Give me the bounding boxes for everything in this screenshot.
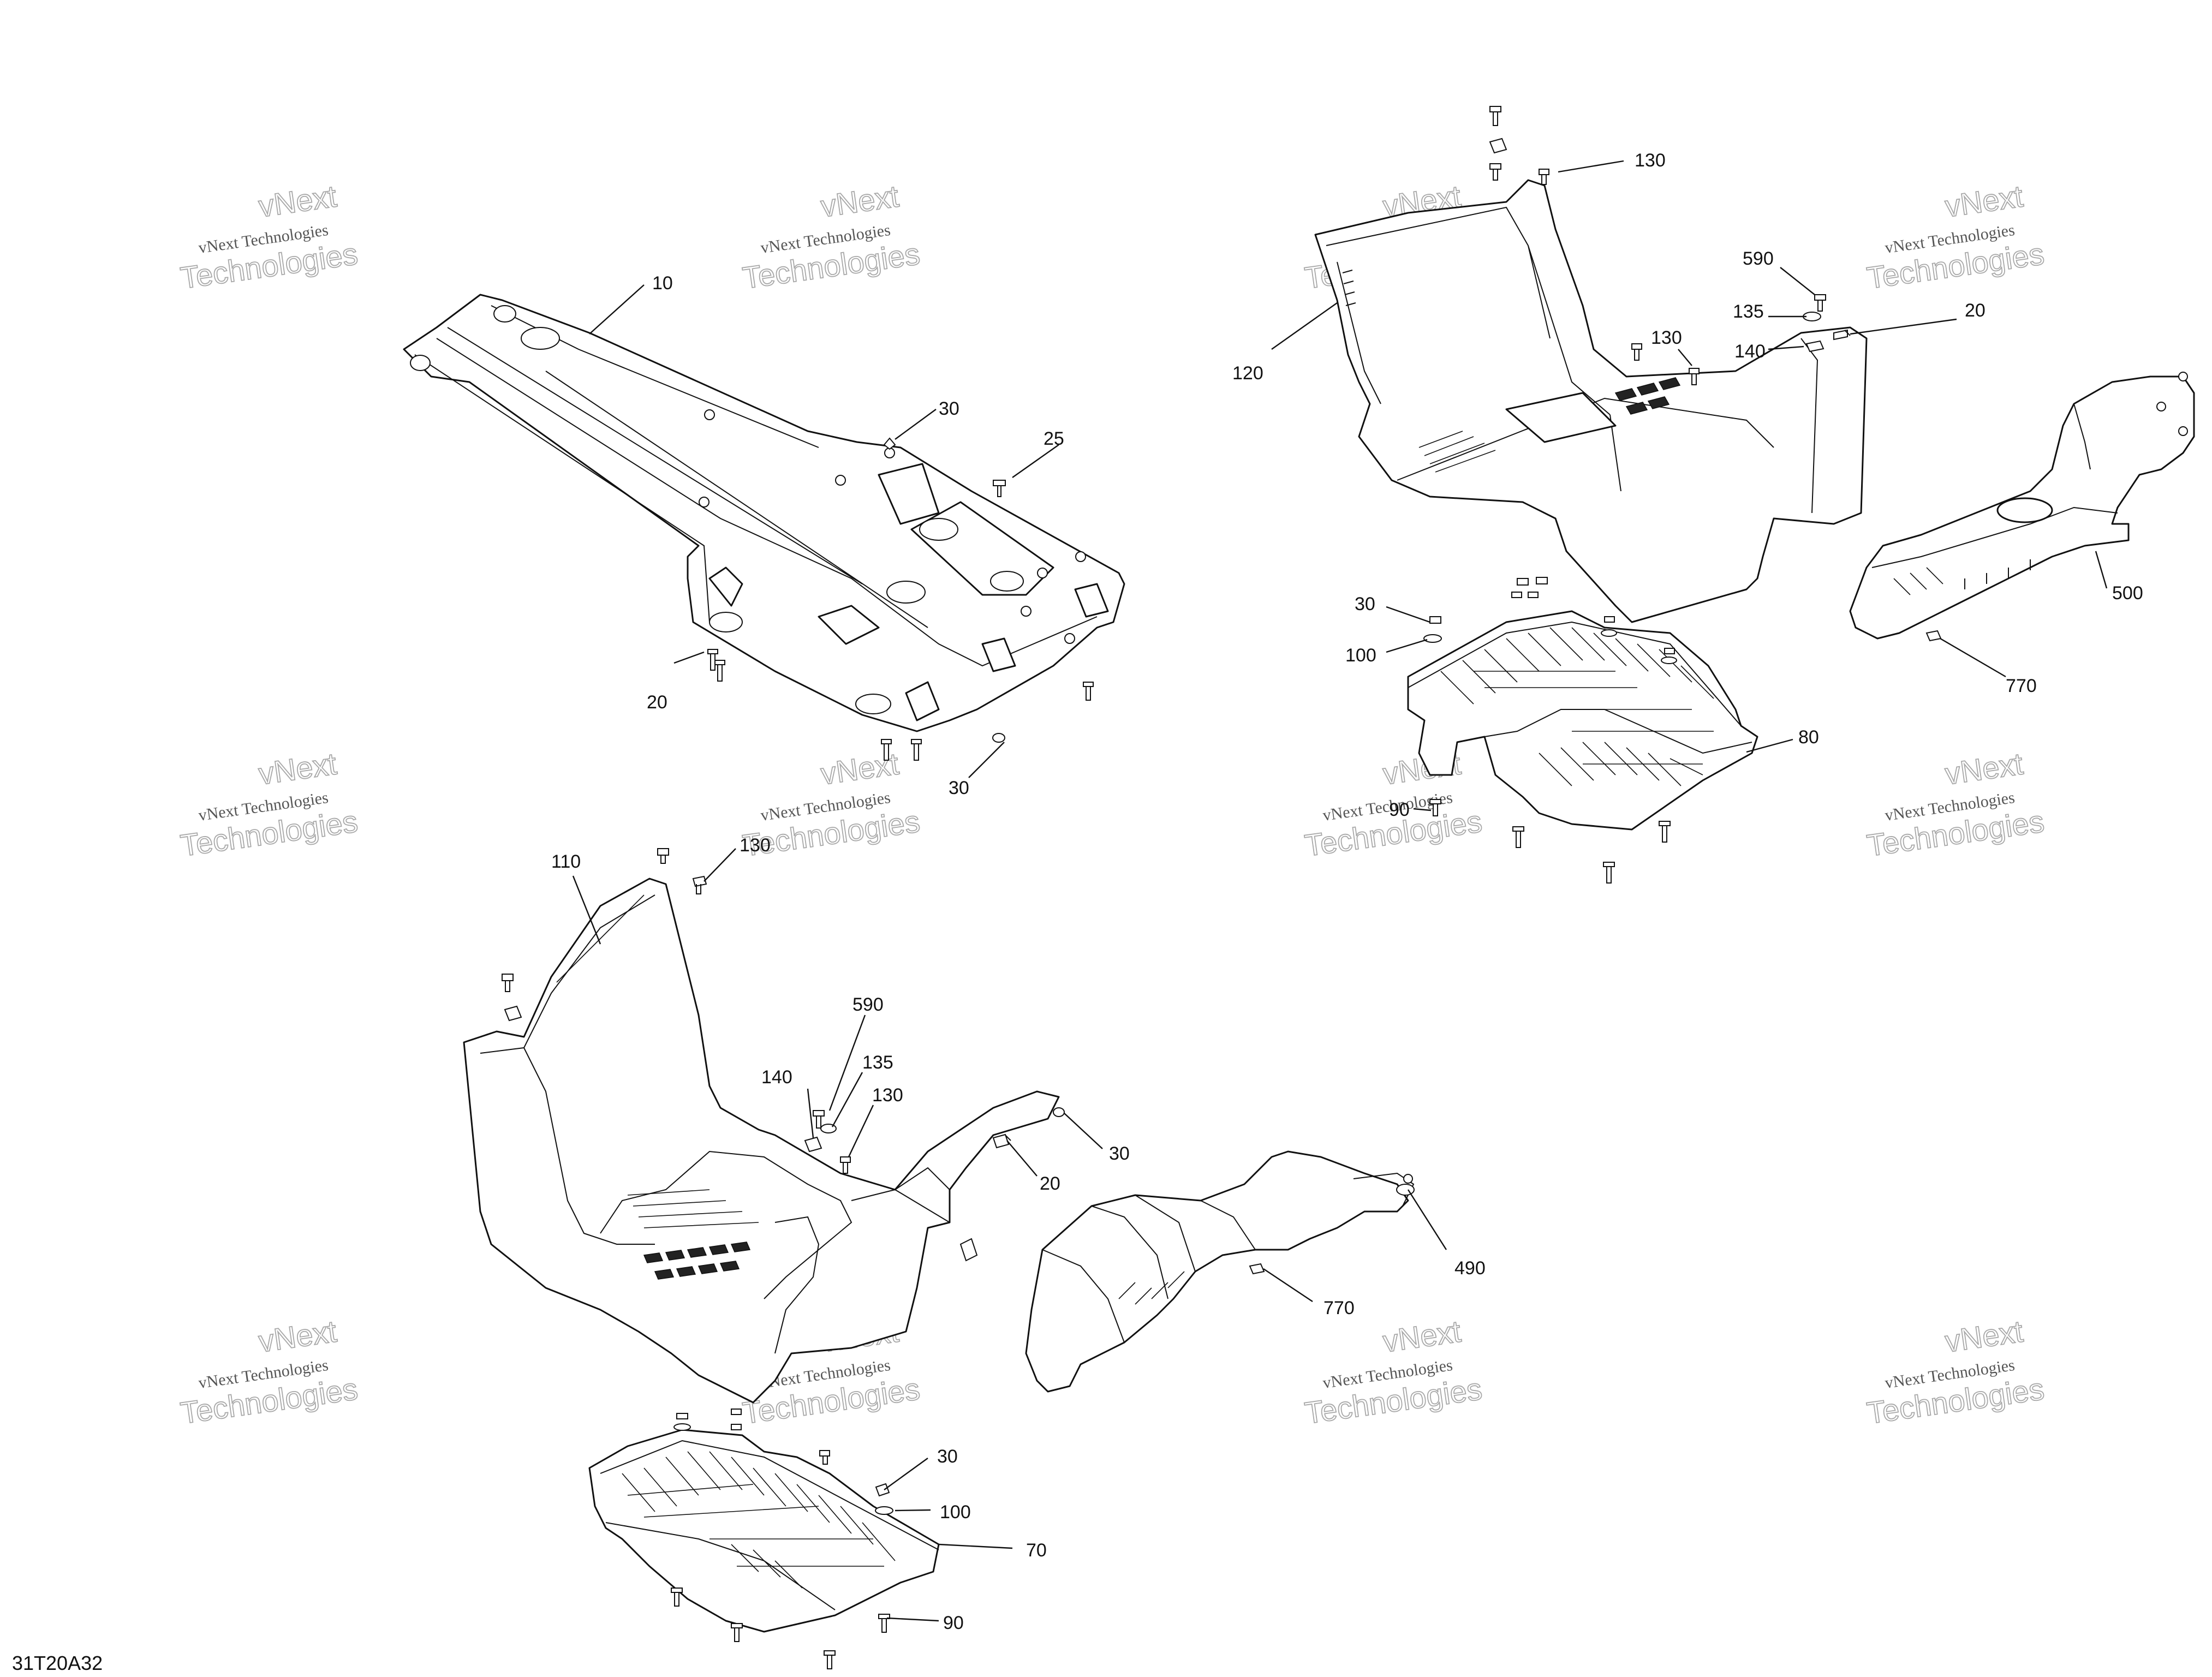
callout-80: 80 (1798, 727, 1819, 748)
svg-text:vNext: vNext (257, 178, 339, 223)
svg-text:vNext: vNext (819, 178, 901, 223)
callout-500: 500 (2112, 583, 2143, 604)
footwell-part-120 (1314, 179, 1868, 623)
fastener-group-skid (707, 437, 1094, 761)
callout-110: 110 (551, 851, 581, 872)
callout-130: 130 (1635, 150, 1666, 171)
svg-text:vNext: vNext (1943, 178, 2025, 223)
watermark: vNext vNext Technologies Technologies (178, 745, 360, 863)
callout-130: 130 (740, 835, 771, 856)
push-rivet-icon (1925, 630, 1942, 642)
callout-30: 30 (939, 398, 959, 419)
watermark: vNext vNext Technologies Technologies (1864, 178, 2047, 295)
watermark: vNext vNext Technologies Technologies (178, 1313, 360, 1430)
callout-770: 770 (2006, 676, 2037, 696)
fender-part-490 (1025, 1150, 1415, 1393)
svg-text:vNext: vNext (257, 1314, 339, 1358)
callout-30: 30 (1109, 1143, 1130, 1164)
callout-90: 90 (1389, 799, 1410, 820)
callout-20: 20 (1040, 1173, 1060, 1194)
callout-140: 140 (1734, 341, 1766, 362)
footrest-part-70 (588, 1429, 940, 1633)
leader-lines (572, 160, 2108, 1622)
callout-140: 140 (761, 1067, 792, 1088)
callout-770: 770 (1323, 1298, 1355, 1318)
fastener-group-footrest-left (671, 1409, 893, 1669)
callout-130: 130 (1651, 327, 1682, 348)
watermark: vNext vNext Technologies Technologies (178, 178, 360, 295)
callout-30: 30 (949, 778, 969, 798)
callout-labels: 10 30 25 20 30 130 120 590 135 140 130 2… (551, 150, 2143, 1633)
callout-590: 590 (852, 994, 884, 1015)
callout-10: 10 (652, 273, 673, 294)
diagram-code: 31T20A32 (12, 1652, 103, 1674)
svg-text:vNext: vNext (1943, 746, 2025, 791)
fastener-group-footrest-right (1423, 577, 1677, 884)
svg-text:vNext: vNext (1943, 1314, 2025, 1358)
fastener-group-right-upper (1489, 106, 1851, 385)
callout-590: 590 (1743, 248, 1774, 269)
callout-100: 100 (940, 1502, 971, 1523)
fender-part-500 (1849, 372, 2195, 640)
callout-100: 100 (1345, 645, 1376, 666)
callout-135: 135 (862, 1052, 893, 1073)
footwell-part-110 (463, 878, 1060, 1404)
callout-20: 20 (1965, 300, 1986, 321)
push-rivet-icon (1249, 1263, 1265, 1275)
callout-130: 130 (872, 1085, 903, 1106)
callout-490: 490 (1454, 1258, 1486, 1279)
watermark: vNext vNext Technologies Technologies (1864, 1313, 2047, 1430)
svg-text:vNext: vNext (1381, 1314, 1463, 1358)
skid-plate-part-10 (403, 294, 1125, 732)
callout-25: 25 (1044, 428, 1064, 449)
callout-20: 20 (647, 692, 667, 713)
svg-text:vNext: vNext (257, 746, 339, 791)
watermark: vNext vNext Technologies Technologies (1864, 745, 2047, 863)
callout-30: 30 (937, 1446, 958, 1467)
watermark: vNext vNext Technologies Technologies (740, 178, 922, 295)
fastener-group-left-upper (502, 848, 1065, 1174)
callout-135: 135 (1733, 301, 1764, 322)
callout-70: 70 (1026, 1540, 1047, 1561)
callout-90: 90 (943, 1613, 964, 1633)
footrest-part-80 (1407, 610, 1758, 831)
watermark: vNext vNext Technologies Technologies (1302, 1313, 1484, 1430)
callout-30: 30 (1355, 594, 1375, 614)
callout-120: 120 (1232, 363, 1263, 384)
